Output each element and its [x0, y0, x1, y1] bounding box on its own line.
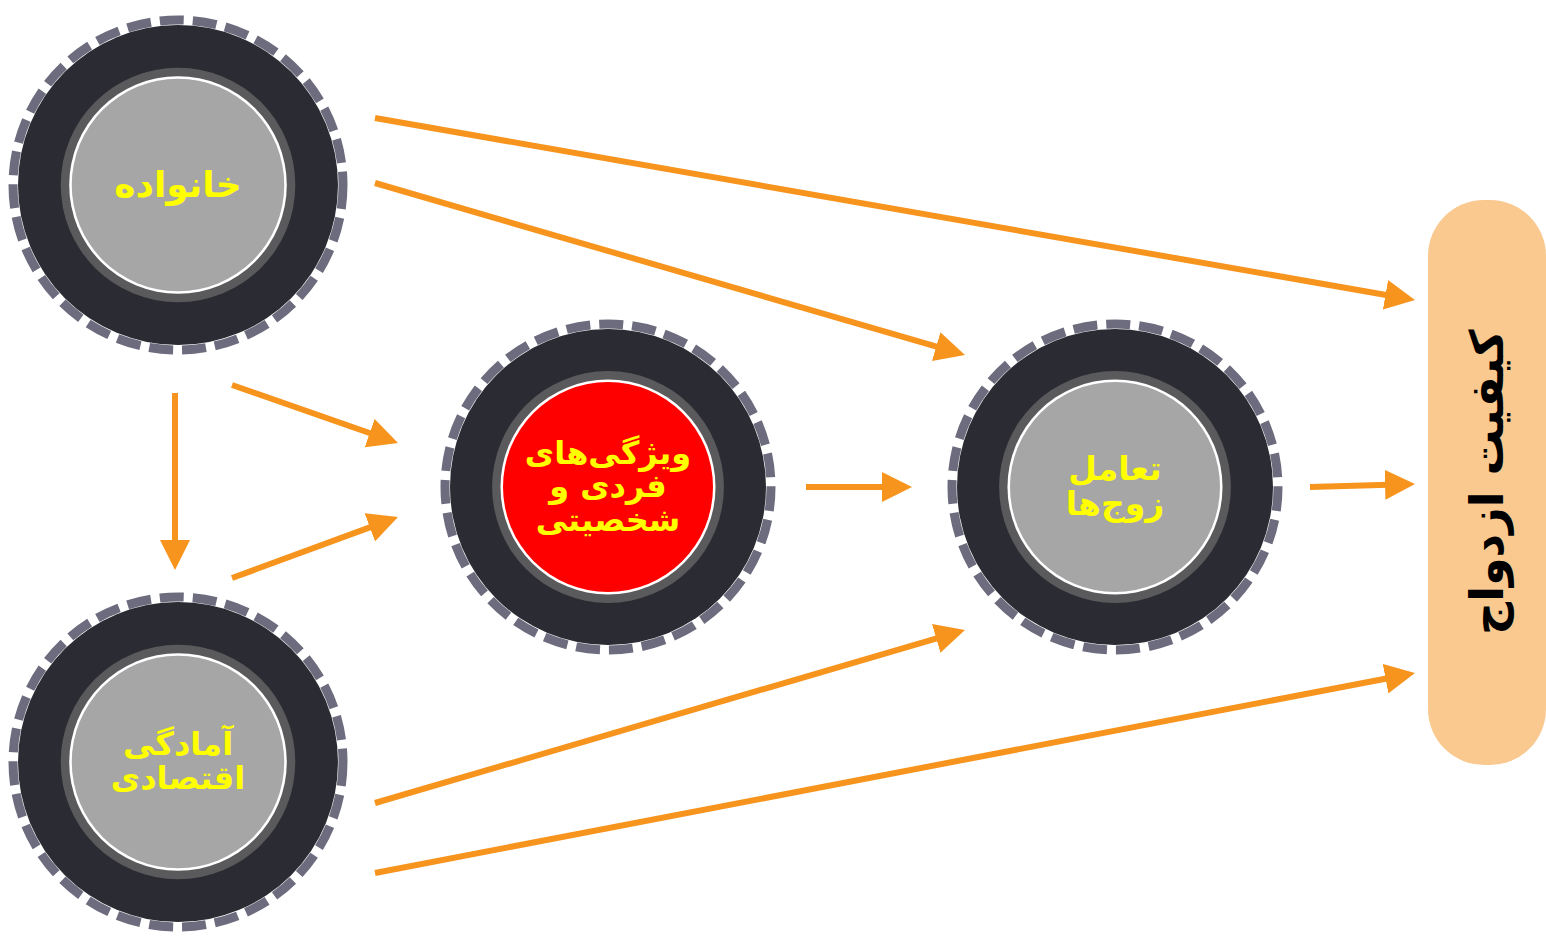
tire-hub — [72, 656, 285, 869]
tire-tread — [13, 20, 343, 350]
arrow-connector — [375, 183, 956, 352]
tire-hub — [503, 382, 713, 592]
tire-node: خانواده — [8, 15, 348, 355]
tire-rim — [492, 371, 724, 603]
tire-rim — [61, 68, 296, 303]
tire-rim — [999, 371, 1231, 603]
tire-body — [18, 602, 338, 922]
node-label: ویژگی‌های فردی و شخصیتی — [513, 437, 703, 538]
tire-node: ویژگی‌های فردی و شخصیتی — [440, 319, 776, 655]
arrow-connector — [172, 393, 178, 561]
tire-body — [450, 329, 766, 645]
node-label: آمادگی اقتصادی — [98, 728, 258, 795]
tire-body — [957, 329, 1273, 645]
outcome-label: کیفیت ازدواج — [1463, 330, 1511, 636]
arrow-connector — [232, 385, 390, 440]
arrow-connector — [375, 118, 1406, 298]
node-label: تعامل زوج‌ها — [1040, 452, 1190, 521]
arrow-connector — [1310, 484, 1406, 487]
tire-rim-line — [1007, 379, 1222, 594]
tire-hub — [1010, 382, 1220, 592]
tire-rim-line — [69, 653, 287, 871]
tire-tread — [13, 597, 343, 927]
arrow-connector — [232, 520, 390, 578]
outcome-background — [1428, 200, 1546, 765]
tire-tread — [952, 324, 1278, 650]
arrow-connector — [806, 484, 903, 490]
tire-tread — [445, 324, 771, 650]
outcome-pill: کیفیت ازدواج — [1428, 200, 1546, 765]
tire-node: تعامل زوج‌ها — [947, 319, 1283, 655]
node-label: خانواده — [63, 166, 293, 204]
arrow-connector — [375, 675, 1406, 873]
tire-node: آمادگی اقتصادی — [8, 592, 348, 932]
tire-rim-line — [500, 379, 715, 594]
tire-body — [18, 25, 338, 345]
tire-rim — [61, 645, 296, 880]
